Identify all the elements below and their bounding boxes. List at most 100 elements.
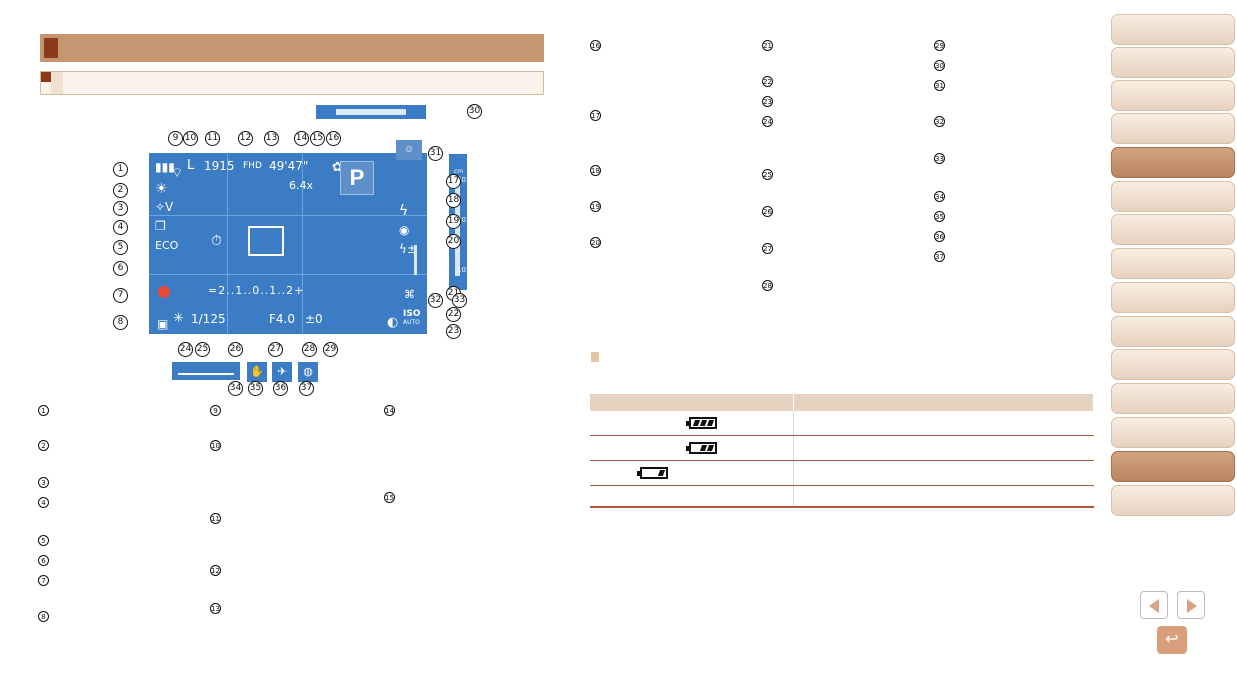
legend-number: 27 [762,243,773,254]
legend-number: 13 [210,603,221,614]
next-page-icon [1187,599,1197,613]
legend-number: 30 [934,60,945,71]
callout-number: 9 [168,131,183,146]
mf-scale-value: 10 [457,266,466,274]
sidebar-tab[interactable] [1111,47,1235,78]
legend-number: 25 [762,169,773,180]
white-balance-icon: ☀ [155,181,168,197]
battery-indicator-icon: ▮▮▮ [155,160,175,174]
table-row [590,460,1094,486]
battery-medium-icon [686,442,717,455]
sidebar-tab[interactable] [1111,282,1235,313]
sidebar-tab[interactable] [1111,383,1235,414]
image-stabilization-icon: ✋ [247,362,267,382]
legend-number: 19 [590,201,601,212]
legend-item: 5 [38,535,49,546]
mf-indicator [414,245,417,275]
next-page-button[interactable] [1177,591,1205,619]
highlight-tone-icon: ◐ [387,315,399,330]
sidebar-tab[interactable] [1111,316,1235,347]
callout-number: 27 [268,342,283,357]
sidebar-tab[interactable] [1111,214,1235,245]
legend-number: 17 [590,110,601,121]
legend-item: 15 [384,492,395,503]
callout-number: 14 [294,131,309,146]
mf-scale-value: 50 [457,176,466,184]
shake-detection-icon: ◍ [298,362,318,382]
callout-number: 13 [264,131,279,146]
callout-number: 37 [299,381,314,396]
sidebar-tab[interactable] [1111,113,1235,144]
callout-number: 17 [446,174,461,189]
callout-number: 3 [113,201,128,216]
legend-item: 30 [934,60,945,71]
legend-item: 16 [590,40,601,51]
legend-item: 27 [762,243,773,254]
callout-number: 11 [205,131,220,146]
sidebar-tab[interactable] [1111,147,1235,178]
legend-item: 8 [38,611,49,622]
table-header-details [793,394,1094,411]
sidebar-tab[interactable] [1111,451,1235,482]
callout-number: 36 [273,381,288,396]
mf-scale-value: 20 [457,216,466,224]
self-timer-icon: ⏱ [211,233,222,249]
legend-item: 26 [762,206,773,217]
sidebar-tab[interactable] [1111,417,1235,448]
legend-item: 18 [590,165,601,176]
sidebar-tab[interactable] [1111,181,1235,212]
callout-number: 30 [467,104,482,119]
previous-page-button[interactable] [1140,591,1168,619]
previous-page-icon [1149,599,1159,613]
af-frame [248,226,284,256]
callout-number: 12 [238,131,253,146]
table-row [590,435,1094,461]
legend-number: 11 [210,513,221,524]
battery-low-icon [637,467,668,480]
exposure-level-scale: =2..1..0..1..2+ [208,284,305,297]
eco-mode-icon: ECO [155,239,179,252]
red-eye-icon: ◉ [399,223,410,237]
return-icon: ↩ [1165,631,1179,648]
battery-level-table [590,394,1094,508]
legend-number: 28 [762,280,773,291]
section-title-bar [40,34,544,62]
sidebar-tab[interactable] [1111,248,1235,279]
legend-item: 29 [934,40,945,51]
legend-item: 25 [762,169,773,180]
macro-icon: ✿ [332,160,343,175]
sidebar-tab[interactable] [1111,349,1235,380]
legend-item: 7 [38,575,49,586]
callout-number: 10 [183,131,198,146]
callout-number: 4 [113,220,128,235]
sidebar-tab[interactable] [1111,80,1235,111]
callout-number: 7 [113,288,128,303]
metering-mode-icon: ▣ [157,317,169,331]
callout-number: 32 [428,293,443,308]
return-button[interactable]: ↩ [1157,626,1187,654]
legend-item: 32 [934,116,945,127]
callout-number: 31 [428,146,443,161]
callout-number: 16 [326,131,341,146]
exposure-compensation: ±0 [305,312,323,326]
legend-item: 6 [38,555,49,566]
callout-number: 2 [113,183,128,198]
legend-number: 18 [590,165,601,176]
sidebar-tab[interactable] [1111,485,1235,516]
callout-number: 22 [446,307,461,322]
legend-number: 6 [38,555,49,566]
legend-number: 29 [934,40,945,51]
legend-number: 8 [38,611,49,622]
legend-number: 14 [384,405,395,416]
legend-number: 26 [762,206,773,217]
legend-item: 14 [384,405,395,416]
legend-number: 20 [590,237,601,248]
my-colors-icon: ✧V [155,200,174,214]
callout-number: 15 [310,131,325,146]
zoom-bar [316,105,426,119]
sidebar-tab[interactable] [1111,14,1235,45]
flash-exposure-icon: ϟ± [399,242,417,256]
legend-number: 32 [934,116,945,127]
legend-item: 36 [934,231,945,242]
callout-number: 34 [228,381,243,396]
